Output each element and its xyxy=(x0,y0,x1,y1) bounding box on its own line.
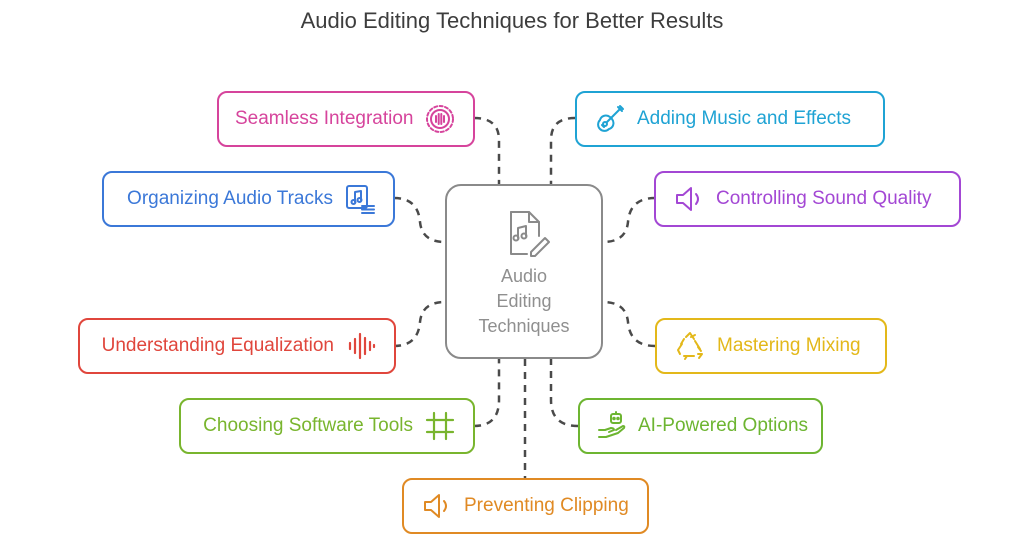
speaker-icon xyxy=(672,182,706,216)
speaker-icon xyxy=(420,489,454,523)
robot-hand-icon xyxy=(596,409,628,443)
recycle-icon xyxy=(673,329,707,363)
node-controlling-sound-quality: Controlling Sound Quality xyxy=(654,171,961,227)
node-seamless-integration: Seamless Integration xyxy=(217,91,475,147)
music-document-edit-icon xyxy=(501,208,551,263)
node-label: Mastering Mixing xyxy=(717,335,861,356)
link-mastering xyxy=(602,300,656,348)
node-label: Choosing Software Tools xyxy=(203,415,413,436)
link-equalization xyxy=(393,300,446,348)
node-ai-powered-options: AI-Powered Options xyxy=(578,398,823,454)
crop-tools-icon xyxy=(423,409,457,443)
node-label: Seamless Integration xyxy=(235,108,414,129)
link-software xyxy=(473,359,501,428)
node-mastering-mixing: Mastering Mixing xyxy=(655,318,887,374)
music-file-list-icon xyxy=(343,182,377,216)
link-organizing xyxy=(393,196,446,244)
link-quality xyxy=(602,196,656,244)
node-label: Preventing Clipping xyxy=(464,495,629,516)
node-understanding-equalization: Understanding Equalization xyxy=(78,318,396,374)
node-adding-music-and-effects: Adding Music and Effects xyxy=(575,91,885,147)
guitar-icon xyxy=(593,102,627,136)
node-label: Controlling Sound Quality xyxy=(716,188,932,209)
node-choosing-software-tools: Choosing Software Tools xyxy=(179,398,475,454)
node-label: Organizing Audio Tracks xyxy=(127,188,333,209)
center-label: Audio Editing Techniques xyxy=(478,266,570,336)
node-label: AI-Powered Options xyxy=(638,415,809,436)
node-organizing-audio-tracks: Organizing Audio Tracks xyxy=(102,171,395,227)
circular-sound-icon xyxy=(424,102,458,136)
node-label: Understanding Equalization xyxy=(101,335,334,356)
center-hub: Audio Editing Techniques xyxy=(445,184,603,359)
node-label: Adding Music and Effects xyxy=(637,108,852,129)
link-music xyxy=(549,116,576,184)
diagram-title: Audio Editing Techniques for Better Resu… xyxy=(300,8,724,33)
node-preventing-clipping: Preventing Clipping xyxy=(402,478,649,534)
link-seamless xyxy=(473,116,501,184)
link-ai xyxy=(549,359,579,428)
sound-wave-icon xyxy=(344,329,378,363)
